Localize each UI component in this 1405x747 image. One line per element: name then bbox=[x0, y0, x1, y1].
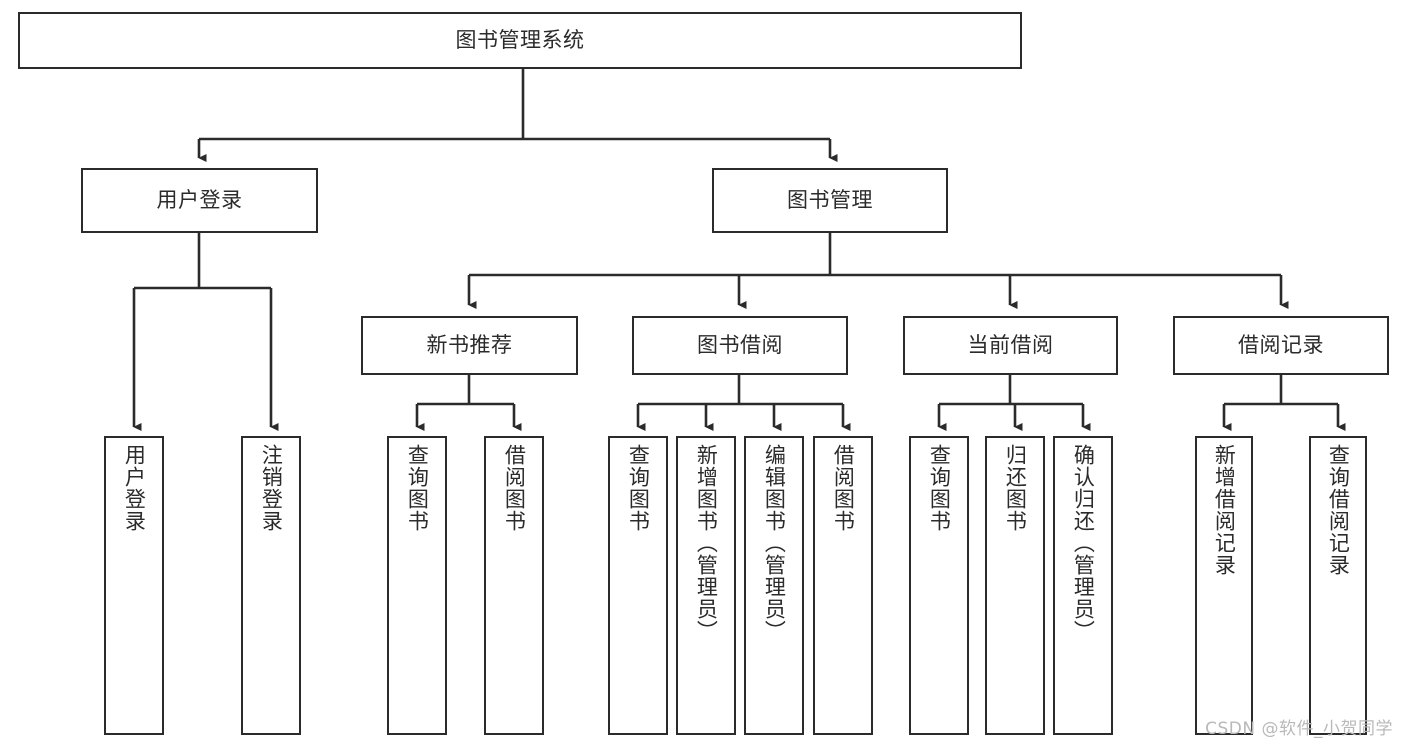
node-label: 查询图书 bbox=[405, 444, 430, 532]
node-label: 新增图书（管理员） bbox=[694, 444, 719, 642]
node-label: 借阅图书 bbox=[502, 444, 527, 532]
node-book-management[interactable]: 图书管理 bbox=[712, 168, 948, 233]
node-label: 当前借阅 bbox=[967, 333, 1054, 358]
leaf-edit-book-admin[interactable]: 编辑图书（管理员） bbox=[744, 436, 804, 735]
node-book-borrow[interactable]: 图书借阅 bbox=[632, 316, 848, 375]
leaf-query-book-borrow[interactable]: 查询图书 bbox=[608, 436, 668, 735]
node-borrow-record[interactable]: 借阅记录 bbox=[1173, 316, 1389, 375]
node-label: 图书管理 bbox=[787, 188, 873, 213]
node-label: 查询借阅记录 bbox=[1326, 444, 1351, 576]
node-label: 注销登录 bbox=[259, 444, 284, 532]
node-label: 新增借阅记录 bbox=[1212, 444, 1237, 576]
node-label: 借阅图书 bbox=[831, 444, 856, 532]
leaf-return-book[interactable]: 归还图书 bbox=[985, 436, 1045, 735]
leaf-add-borrow-record[interactable]: 新增借阅记录 bbox=[1195, 436, 1253, 735]
node-root-system[interactable]: 图书管理系统 bbox=[18, 12, 1022, 69]
leaf-borrow-book-recommend[interactable]: 借阅图书 bbox=[484, 436, 544, 735]
node-label: 归还图书 bbox=[1003, 444, 1028, 532]
node-label: 确认归还（管理员） bbox=[1071, 444, 1096, 642]
leaf-add-book-admin[interactable]: 新增图书（管理员） bbox=[676, 436, 736, 735]
leaf-logout-login[interactable]: 注销登录 bbox=[241, 436, 301, 735]
node-label: 图书借阅 bbox=[697, 333, 783, 358]
leaf-query-borrow-record[interactable]: 查询借阅记录 bbox=[1309, 436, 1367, 735]
node-label: 查询图书 bbox=[927, 444, 952, 532]
node-label: 新书推荐 bbox=[426, 333, 513, 358]
leaf-user-login[interactable]: 用户登录 bbox=[104, 436, 164, 735]
node-label: 查询图书 bbox=[626, 444, 651, 532]
leaf-borrow-book[interactable]: 借阅图书 bbox=[813, 436, 873, 735]
leaf-query-book-recommend[interactable]: 查询图书 bbox=[387, 436, 447, 735]
leaf-query-book-current[interactable]: 查询图书 bbox=[909, 436, 969, 735]
node-label: 图书管理系统 bbox=[455, 28, 585, 53]
node-label: 用户登录 bbox=[122, 444, 147, 532]
leaf-confirm-return-admin[interactable]: 确认归还（管理员） bbox=[1053, 436, 1113, 735]
node-label: 用户登录 bbox=[156, 188, 243, 213]
csdn-watermark: CSDN @软件_小贺同学 bbox=[1205, 719, 1393, 739]
node-new-book-recommend[interactable]: 新书推荐 bbox=[361, 316, 578, 375]
node-user-login[interactable]: 用户登录 bbox=[81, 168, 318, 233]
node-current-borrow[interactable]: 当前借阅 bbox=[903, 316, 1118, 375]
node-label: 编辑图书（管理员） bbox=[762, 444, 787, 642]
node-label: 借阅记录 bbox=[1238, 333, 1324, 358]
